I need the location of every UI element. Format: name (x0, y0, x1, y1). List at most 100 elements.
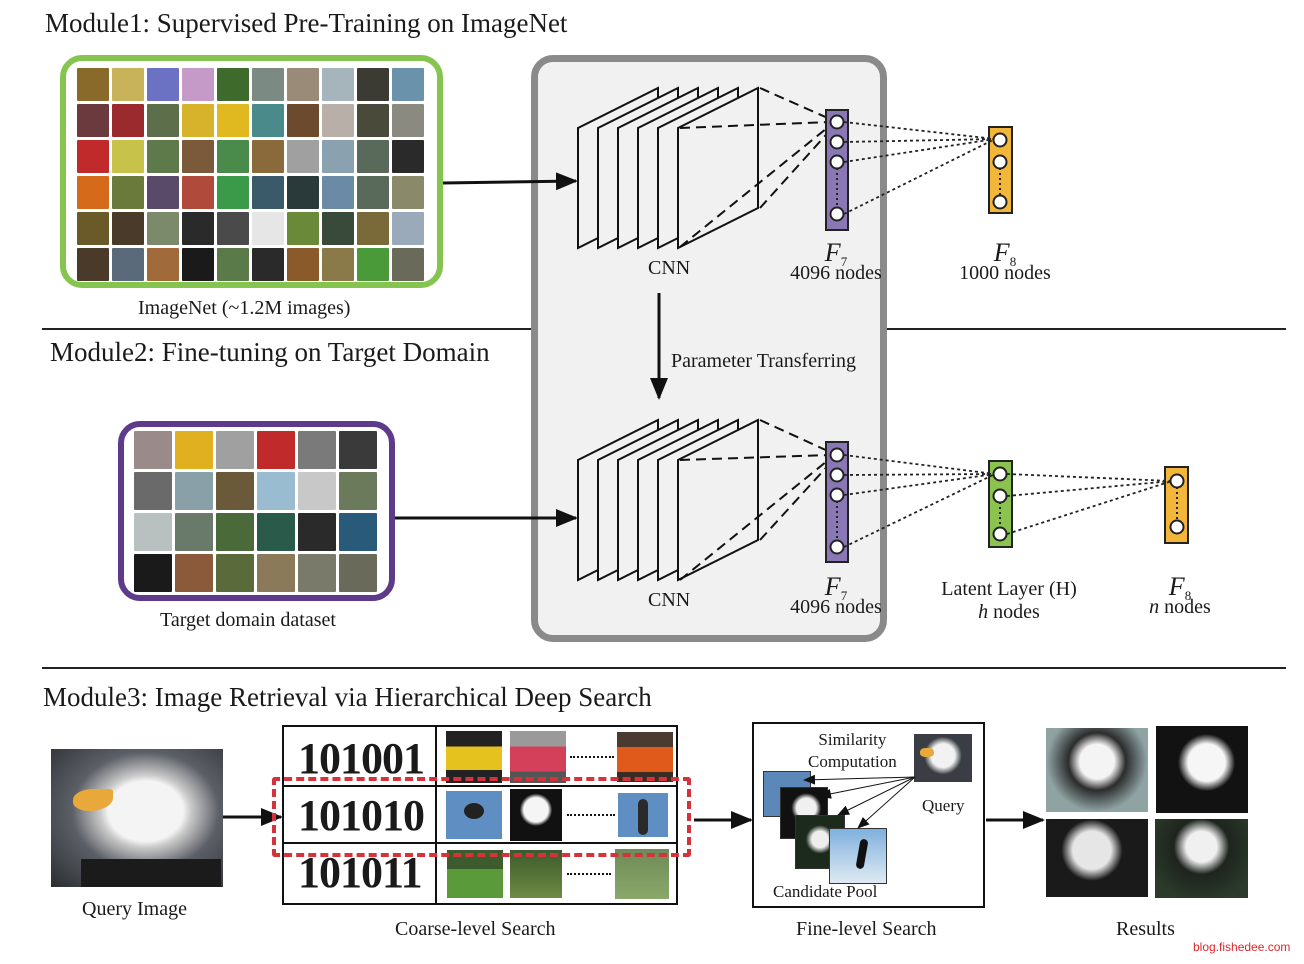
imagenet-thumb (77, 104, 109, 137)
f8-nodes: 1000 nodes (959, 262, 1051, 284)
result-image-3[interactable] (1046, 819, 1148, 897)
imagenet-thumb (77, 68, 109, 101)
f7-symbol: F (824, 238, 841, 267)
watermark: blog.fishedee.com (1193, 940, 1291, 954)
connection (843, 121, 996, 140)
f7-nodes: 4096 nodes (790, 596, 882, 618)
separator-2 (42, 667, 1286, 669)
connection (843, 138, 996, 143)
f8-subscript: 8 (1184, 588, 1192, 603)
imagenet-thumb (322, 176, 354, 209)
f8-label-module1: F8 1000 nodes (955, 238, 1055, 285)
latent-name: Latent Layer (H) (941, 578, 1077, 600)
neuron-node (829, 447, 845, 463)
imagenet-thumb (287, 104, 319, 137)
target-thumb (257, 472, 295, 510)
imagenet-thumb (322, 212, 354, 245)
eagle-thumb-2[interactable] (510, 789, 562, 841)
fine-query-thumb[interactable] (914, 734, 972, 782)
imagenet-thumb (182, 68, 214, 101)
result-image-4[interactable] (1155, 819, 1248, 898)
neuron-node (992, 488, 1008, 504)
imagenet-thumb (287, 68, 319, 101)
neuron-node (829, 134, 845, 150)
eagle-thumb-3[interactable] (618, 793, 668, 837)
imagenet-thumb (252, 248, 284, 281)
f7-nodes: 4096 nodes (790, 262, 882, 284)
computation-word: Computation (808, 752, 897, 771)
imagenet-thumb (182, 140, 214, 173)
imagenet-thumb (252, 104, 284, 137)
imagenet-thumb (112, 248, 144, 281)
imagenet-thumb (357, 140, 389, 173)
imagenet-thumb (322, 248, 354, 281)
imagenet-thumb (217, 176, 249, 209)
cnn-stack-module2 (577, 418, 835, 582)
imagenet-thumb (217, 68, 249, 101)
deer-thumb-1[interactable] (447, 850, 503, 898)
target-thumb (298, 472, 336, 510)
imagenet-thumb (112, 68, 144, 101)
connection (1006, 480, 1173, 497)
fine-query-label: Query (922, 796, 965, 815)
imagenet-thumb (392, 140, 424, 173)
imagenet-thumb (287, 212, 319, 245)
parameter-transfer-label: Parameter Transferring (671, 350, 856, 372)
ellipsis-row-1 (570, 756, 614, 758)
target-thumb (339, 472, 377, 510)
car-thumb-3[interactable] (617, 732, 673, 782)
f8-nodes: nodes (1159, 596, 1211, 618)
eagle-thumb-1[interactable] (446, 791, 502, 839)
neuron-node (829, 487, 845, 503)
target-thumb (216, 513, 254, 551)
target-thumb (298, 554, 336, 592)
result-image-1[interactable] (1046, 728, 1148, 812)
receptive-field-line (679, 454, 831, 461)
fine-search-label: Fine-level Search (796, 918, 937, 940)
neuron-node (1169, 473, 1185, 489)
f7-subscript: 7 (840, 254, 848, 269)
imagenet-thumb (147, 176, 179, 209)
imagenet-thumb (252, 212, 284, 245)
f8-label-module2: F8 n nodes (1130, 572, 1230, 619)
neuron-node (992, 194, 1008, 210)
imagenet-dataset-frame (60, 55, 443, 288)
imagenet-thumb (392, 104, 424, 137)
imagenet-thumb (182, 176, 214, 209)
imagenet-thumb (287, 176, 319, 209)
module3-title: Module3: Image Retrieval via Hierarchica… (43, 682, 652, 712)
car-thumb-2[interactable] (510, 731, 566, 783)
car-thumb-1[interactable] (446, 731, 502, 783)
imagenet-thumb (77, 212, 109, 245)
target-thumb (134, 431, 172, 469)
target-thumb (257, 554, 295, 592)
matched-bucket-highlight (272, 777, 691, 857)
imagenet-thumb (217, 104, 249, 137)
imagenet-thumb (182, 104, 214, 137)
candidate-thumb-4[interactable] (829, 828, 887, 884)
imagenet-thumbnail-grid (77, 68, 424, 281)
similarity-word: Similarity (818, 730, 887, 749)
connection (843, 138, 996, 215)
neuron-node (829, 467, 845, 483)
cnn-label-module2: CNN (648, 589, 691, 611)
hash-code-row-2: 101010 (298, 791, 425, 840)
imagenet-thumb (322, 68, 354, 101)
f7-label-module2: F7 4096 nodes (786, 572, 886, 619)
connection (843, 473, 996, 476)
results-label: Results (1116, 918, 1175, 940)
imagenet-thumb (252, 176, 284, 209)
receptive-field-line (759, 125, 835, 209)
ellipsis-row-2 (567, 814, 615, 816)
target-thumb (339, 554, 377, 592)
target-thumb (175, 513, 213, 551)
cnn-label-module1: CNN (648, 257, 691, 279)
neuron-node (829, 114, 845, 130)
query-image-label: Query Image (82, 898, 187, 920)
target-thumb (298, 431, 336, 469)
deer-thumb-2[interactable] (510, 850, 562, 898)
deer-thumb-3[interactable] (615, 849, 669, 899)
neuron-node (829, 206, 845, 222)
result-image-2[interactable] (1156, 726, 1248, 813)
query-image[interactable] (51, 749, 223, 887)
